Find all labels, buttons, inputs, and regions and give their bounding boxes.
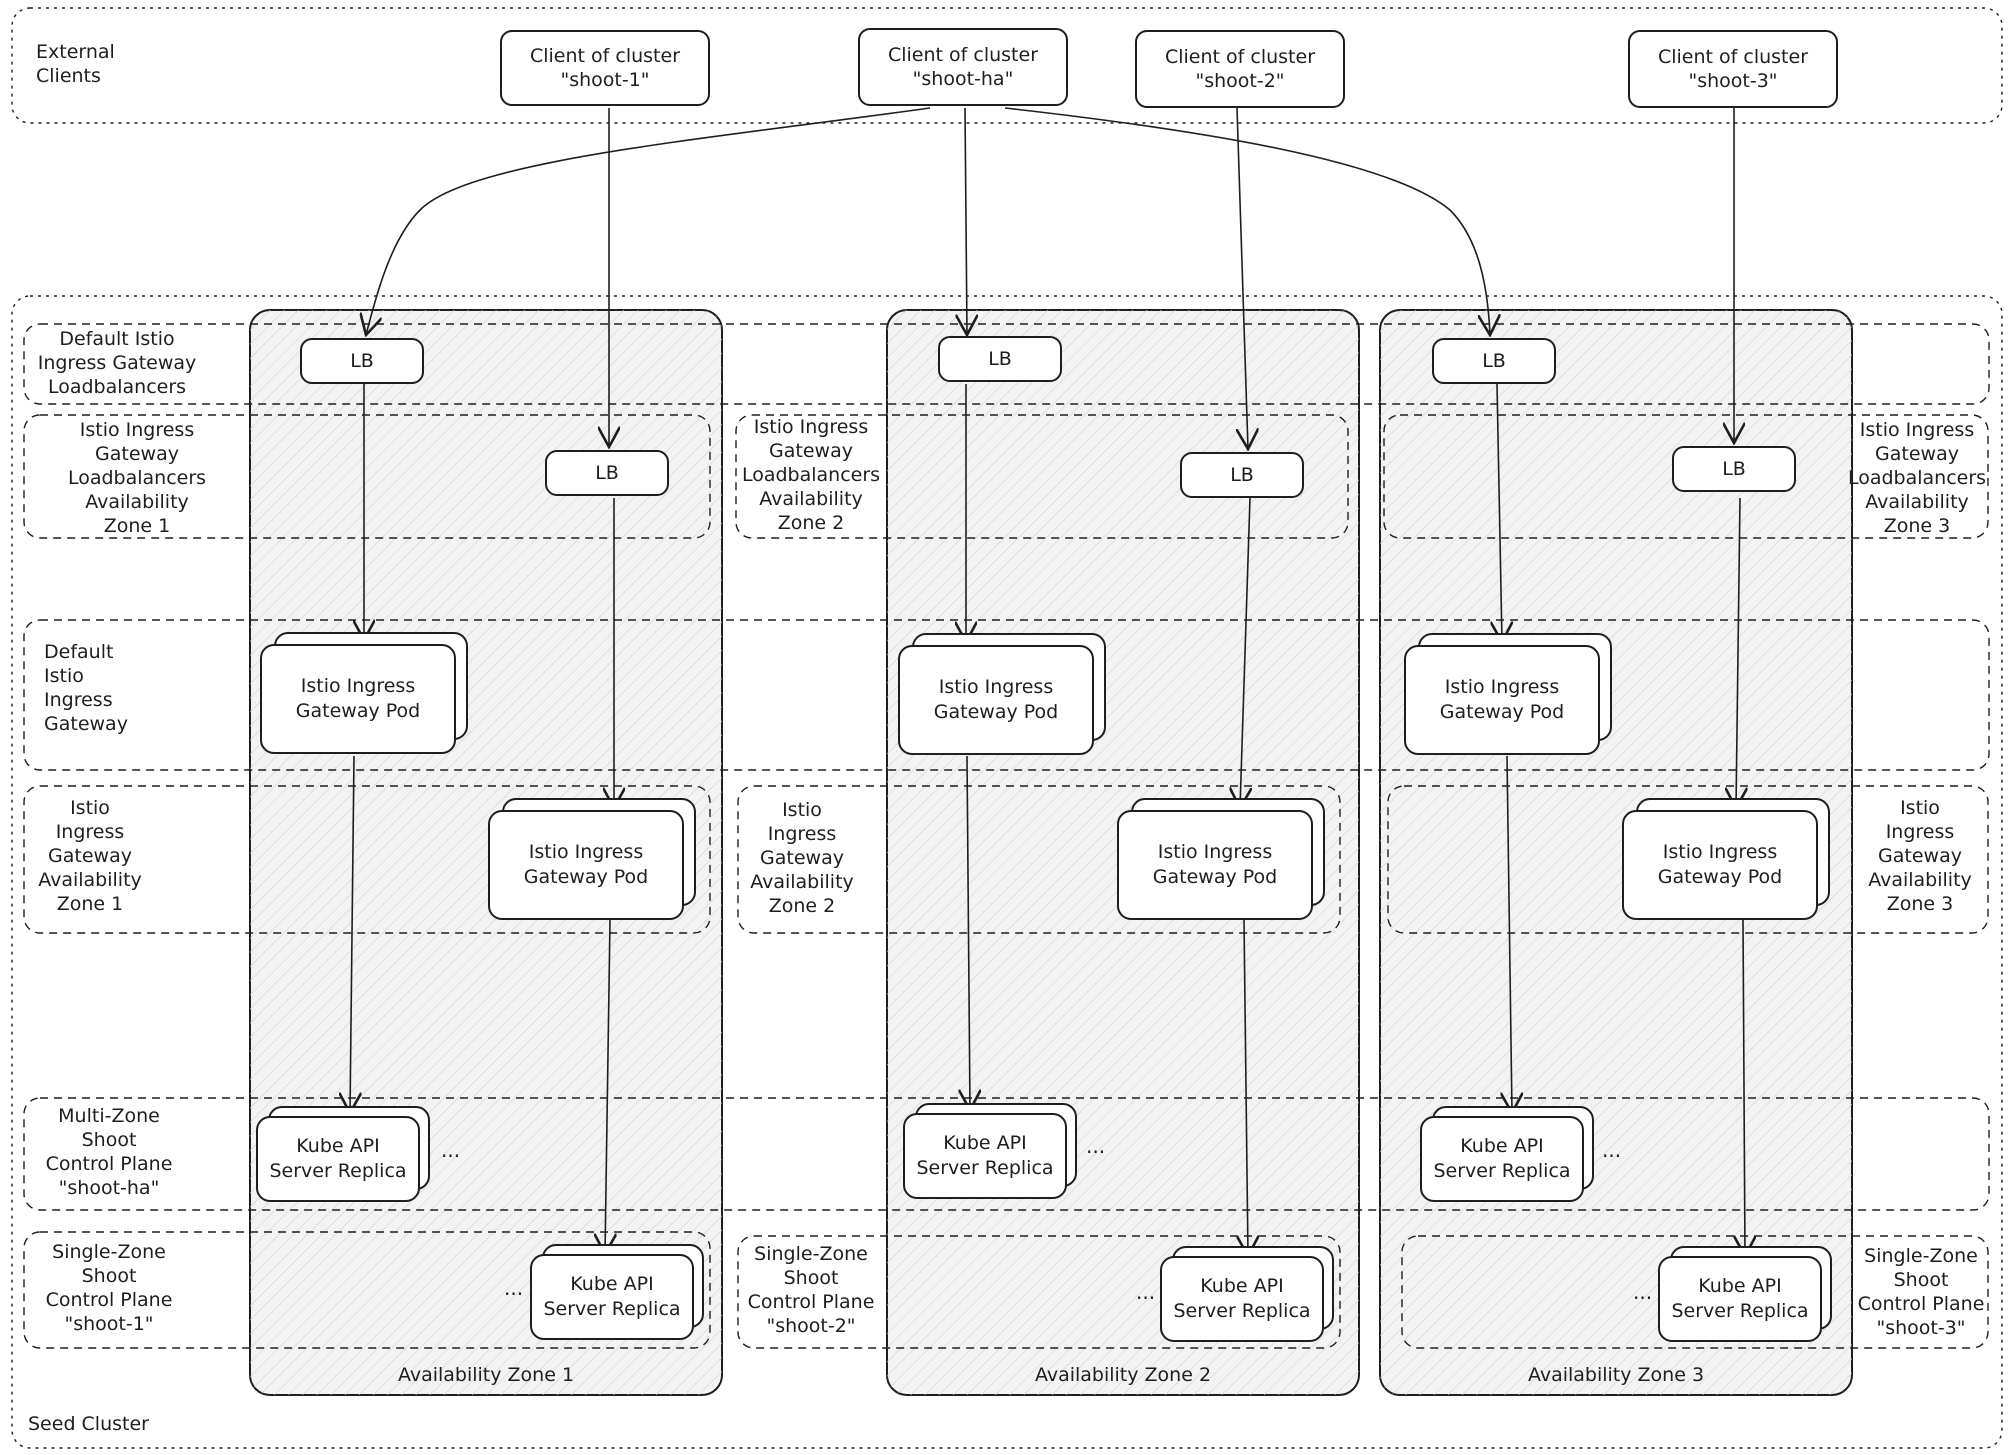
client-shoot-2[interactable]: Client of cluster "shoot-2" bbox=[1135, 30, 1345, 108]
label-single-2: Single-Zone Shoot Control Plane "shoot-2… bbox=[747, 1243, 875, 1337]
edge-shoot2-to-lb-az2 bbox=[1237, 107, 1248, 449]
lb-default-zone-2[interactable]: LB bbox=[938, 336, 1062, 382]
label-multi-zone: Multi-Zone Shoot Control Plane "shoot-ha… bbox=[45, 1105, 173, 1199]
lb-default-zone-1[interactable]: LB bbox=[300, 338, 424, 384]
row-single-2 bbox=[737, 1235, 1341, 1349]
pod-label: Istio Ingress Gateway Pod bbox=[1117, 810, 1313, 920]
pod-label: Istio Ingress Gateway Pod bbox=[488, 810, 684, 920]
pod-default-zone-1[interactable]: Istio Ingress Gateway Pod bbox=[260, 632, 470, 754]
zone-1-label: Availability Zone 1 bbox=[397, 1364, 575, 1386]
ellipsis-multi-3: ... bbox=[1602, 1138, 1622, 1162]
row-gw-az1 bbox=[23, 785, 711, 934]
row-multi-zone bbox=[23, 1097, 1990, 1211]
label-gw-az2: Istio Ingress Gateway Availability Zone … bbox=[750, 799, 854, 917]
edge-shootha-to-lb-zone3 bbox=[1004, 107, 1490, 335]
edge-pod-az1-to-kube bbox=[605, 919, 610, 1254]
kube-label: Kube API Server Replica bbox=[256, 1116, 420, 1202]
label-single-3: Single-Zone Shoot Control Plane "shoot-3… bbox=[1857, 1245, 1985, 1339]
pod-az2[interactable]: Istio Ingress Gateway Pod bbox=[1117, 798, 1327, 920]
lb-az3[interactable]: LB bbox=[1672, 446, 1796, 492]
pod-label: Istio Ingress Gateway Pod bbox=[1404, 645, 1600, 755]
row-default-gw bbox=[23, 619, 1990, 771]
edge-pod-az3-to-kube bbox=[1743, 919, 1745, 1256]
edge-pod-az2-to-kube bbox=[1244, 919, 1248, 1256]
kube-single-az3[interactable]: Kube API Server Replica bbox=[1658, 1246, 1834, 1342]
lb-default-zone-3[interactable]: LB bbox=[1432, 338, 1556, 384]
kube-multi-zone-1[interactable]: Kube API Server Replica bbox=[256, 1106, 432, 1202]
edge-pod-z2-to-kube bbox=[967, 755, 970, 1110]
label-single-1: Single-Zone Shoot Control Plane "shoot-1… bbox=[45, 1241, 173, 1335]
row-default-lb bbox=[23, 323, 1990, 405]
pod-default-zone-3[interactable]: Istio Ingress Gateway Pod bbox=[1404, 633, 1614, 755]
row-lb-az2 bbox=[735, 414, 1349, 539]
label-default-gw: Default Istio Ingress Gateway bbox=[44, 641, 128, 735]
edge-lb-az2-to-pod bbox=[1240, 497, 1250, 808]
ellipsis-single-2: ... bbox=[1136, 1280, 1156, 1304]
kube-label: Kube API Server Replica bbox=[1420, 1116, 1584, 1202]
pod-label: Istio Ingress Gateway Pod bbox=[260, 644, 456, 754]
label-lb-az3: Istio Ingress Gateway Loadbalancers Avai… bbox=[1847, 419, 1987, 537]
kube-label: Kube API Server Replica bbox=[530, 1254, 694, 1340]
edge-pod-z3-to-kube bbox=[1507, 755, 1512, 1113]
kube-multi-zone-3[interactable]: Kube API Server Replica bbox=[1420, 1106, 1596, 1202]
ellipsis-multi-1: ... bbox=[441, 1138, 461, 1162]
kube-label: Kube API Server Replica bbox=[1658, 1256, 1822, 1342]
kube-single-az2[interactable]: Kube API Server Replica bbox=[1160, 1246, 1336, 1342]
ellipsis-single-1: ... bbox=[504, 1276, 524, 1300]
zone-3-label: Availability Zone 3 bbox=[1527, 1364, 1705, 1386]
ellipsis-single-3: ... bbox=[1633, 1280, 1653, 1304]
edge-lb-az3-to-pod bbox=[1736, 497, 1740, 808]
pod-az1[interactable]: Istio Ingress Gateway Pod bbox=[488, 798, 698, 920]
external-clients-label: External Clients bbox=[36, 41, 115, 87]
client-shoot-1[interactable]: Client of cluster "shoot-1" bbox=[500, 30, 710, 106]
row-single-3 bbox=[1401, 1235, 1989, 1349]
row-lb-az1 bbox=[23, 414, 711, 539]
edge-shootha-to-lb-zone1 bbox=[366, 107, 931, 335]
row-gw-az3 bbox=[1387, 785, 1989, 934]
kube-label: Kube API Server Replica bbox=[903, 1113, 1067, 1199]
lb-az2[interactable]: LB bbox=[1180, 452, 1304, 498]
external-clients-area bbox=[11, 7, 2003, 124]
seed-cluster-label: Seed Cluster bbox=[28, 1413, 149, 1435]
row-gw-az2 bbox=[737, 785, 1341, 934]
label-gw-az1: Istio Ingress Gateway Availability Zone … bbox=[38, 797, 142, 915]
row-lb-az3 bbox=[1383, 414, 1989, 539]
ellipsis-multi-2: ... bbox=[1086, 1134, 1106, 1158]
client-shoot-3[interactable]: Client of cluster "shoot-3" bbox=[1628, 30, 1838, 108]
kube-single-az1[interactable]: Kube API Server Replica bbox=[530, 1244, 706, 1340]
edge-shootha-to-lb-zone2 bbox=[965, 107, 967, 335]
client-shoot-ha[interactable]: Client of cluster "shoot-ha" bbox=[858, 28, 1068, 106]
label-lb-az2: Istio Ingress Gateway Loadbalancers Avai… bbox=[741, 416, 881, 534]
pod-label: Istio Ingress Gateway Pod bbox=[898, 645, 1094, 755]
seed-cluster-area bbox=[11, 295, 2003, 1449]
pod-label: Istio Ingress Gateway Pod bbox=[1622, 810, 1818, 920]
edge-pod-z1-to-kube bbox=[350, 755, 354, 1113]
pod-default-zone-2[interactable]: Istio Ingress Gateway Pod bbox=[898, 633, 1108, 755]
pod-az3[interactable]: Istio Ingress Gateway Pod bbox=[1622, 798, 1832, 920]
zone-2-label: Availability Zone 2 bbox=[1034, 1364, 1212, 1386]
label-default-lb: Default Istio Ingress Gateway Loadbalanc… bbox=[37, 328, 197, 398]
kube-multi-zone-2[interactable]: Kube API Server Replica bbox=[903, 1103, 1079, 1199]
edge-lb-to-pod-z3 bbox=[1497, 383, 1502, 642]
kube-label: Kube API Server Replica bbox=[1160, 1256, 1324, 1342]
row-single-1 bbox=[23, 1231, 711, 1349]
lb-az1[interactable]: LB bbox=[545, 450, 669, 496]
label-lb-az1: Istio Ingress Gateway Loadbalancers Avai… bbox=[67, 419, 207, 537]
label-gw-az3: Istio Ingress Gateway Availability Zone … bbox=[1868, 797, 1972, 915]
